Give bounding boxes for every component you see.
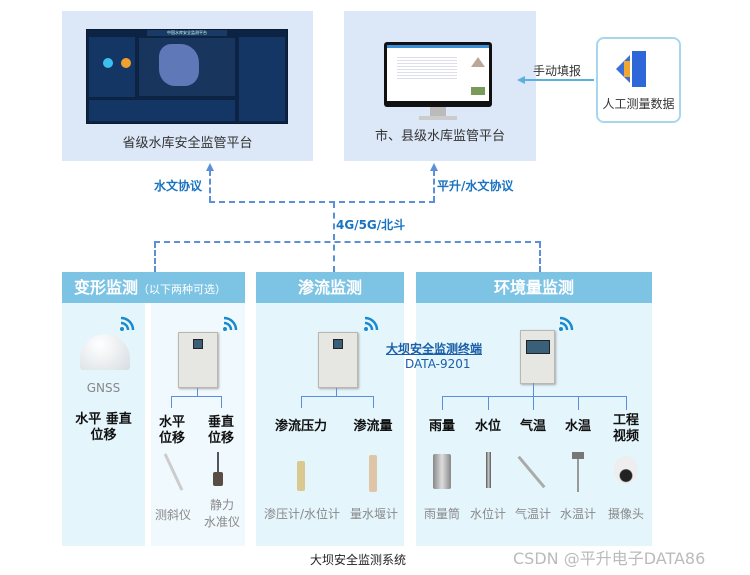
terminal-model: DATA-9201 bbox=[405, 357, 471, 371]
water-level-meter-label: 水位计 bbox=[469, 507, 506, 521]
arrow-up-provincial bbox=[206, 163, 214, 171]
gnss-device-label: GNSS bbox=[86, 381, 121, 395]
wifi-icon bbox=[364, 316, 379, 331]
terminal-name[interactable]: 大坝安全监测终端 bbox=[386, 342, 483, 356]
rain-gauge-label: 雨量筒 bbox=[423, 507, 460, 521]
diagram-caption: 大坝安全监测系统 bbox=[310, 553, 407, 567]
label-line: 位移 bbox=[207, 431, 234, 446]
hydrostatic-level-icon bbox=[217, 452, 219, 474]
deformation-header: 变形监测（以下两种可选） bbox=[62, 272, 245, 303]
label-line: 位移 bbox=[158, 431, 185, 446]
deformation-note: （以下两种可选） bbox=[138, 283, 227, 296]
label-line: 工程 bbox=[612, 413, 639, 428]
protocol-right-label: 平升/水文协议 bbox=[437, 179, 514, 193]
wifi-icon bbox=[223, 316, 238, 331]
deformation-title: 变形监测 bbox=[74, 278, 139, 297]
vertical-displacement-label: 垂直位移 bbox=[201, 415, 241, 447]
label-line: 水平 bbox=[158, 415, 185, 430]
provincial-platform-label: 省级水库安全监管平台 bbox=[122, 136, 253, 151]
water-temp-label: 水温 bbox=[564, 419, 591, 434]
seepage-header: 渗流监测 bbox=[256, 272, 404, 303]
manual-data-label: 人工测量数据 bbox=[602, 97, 675, 111]
dashboard-title: 中国水库安全监测平台 bbox=[147, 30, 227, 36]
manual-data-box: 人工测量数据 bbox=[596, 37, 681, 123]
manual-arrow bbox=[524, 79, 594, 81]
city-platform: 市、县级水库监管平台 bbox=[344, 11, 536, 161]
label-line: 水准仪 bbox=[203, 515, 240, 529]
air-temp-meter-label: 气温计 bbox=[514, 507, 551, 521]
terminal-cabinet-icon bbox=[318, 332, 358, 388]
water-level-meter-icon bbox=[486, 452, 491, 488]
terminal-cabinet-icon bbox=[178, 332, 218, 388]
ruler-icon bbox=[616, 51, 654, 87]
piezometer-icon bbox=[297, 461, 305, 491]
arrow-up-city bbox=[430, 163, 438, 171]
wifi-icon bbox=[559, 316, 574, 331]
terminal-cabinet-icon bbox=[520, 330, 555, 384]
network-label: 4G/5G/北斗 bbox=[336, 218, 406, 232]
provincial-platform: 中国水库安全监测平台 省级水库安全监管平台 bbox=[62, 11, 313, 161]
horizontal-displacement-label: 水平位移 bbox=[152, 415, 192, 447]
gnss-measure-label: 水平 垂直位移 bbox=[62, 412, 145, 444]
monitor-icon bbox=[384, 42, 492, 107]
manual-entry-label: 手动填报 bbox=[533, 64, 582, 78]
wifi-icon bbox=[120, 316, 135, 331]
gnss-measure-line2: 位移 bbox=[90, 428, 117, 443]
dashboard-screenshot: 中国水库安全监测平台 bbox=[86, 29, 288, 124]
camera-label: 摄像头 bbox=[607, 507, 644, 521]
rainfall-label: 雨量 bbox=[428, 419, 455, 434]
water-temp-meter-icon bbox=[577, 454, 579, 492]
hydrostatic-level-label: 静力水准仪 bbox=[200, 497, 244, 531]
water-temp-meter-label: 水温计 bbox=[559, 507, 596, 521]
environment-header: 环境量监测 bbox=[416, 272, 652, 303]
label-line: 视频 bbox=[612, 429, 639, 444]
piezometer-label: 渗压计/水位计 bbox=[263, 507, 341, 521]
inclinometer-label: 测斜仪 bbox=[154, 508, 191, 522]
seepage-flow-label: 渗流量 bbox=[353, 419, 393, 434]
gnss-dome-icon bbox=[80, 334, 130, 370]
water-level-label: 水位 bbox=[474, 419, 501, 434]
camera-icon bbox=[614, 456, 638, 484]
gnss-measure-line1: 水平 垂直 bbox=[75, 412, 132, 427]
weir-meter-label: 量水堰计 bbox=[349, 507, 398, 521]
watermark: CSDN @平升电子DATA86 bbox=[513, 549, 706, 568]
label-line: 静力 bbox=[209, 498, 234, 512]
rain-gauge-icon bbox=[433, 454, 451, 489]
city-platform-label: 市、县级水库监管平台 bbox=[374, 129, 505, 144]
air-temp-label: 气温 bbox=[519, 419, 546, 434]
video-label: 工程视频 bbox=[606, 413, 646, 445]
label-line: 垂直 bbox=[207, 415, 234, 430]
weir-meter-icon bbox=[369, 455, 377, 492]
protocol-left-label: 水文协议 bbox=[154, 179, 203, 193]
seepage-pressure-label: 渗流压力 bbox=[274, 419, 327, 434]
